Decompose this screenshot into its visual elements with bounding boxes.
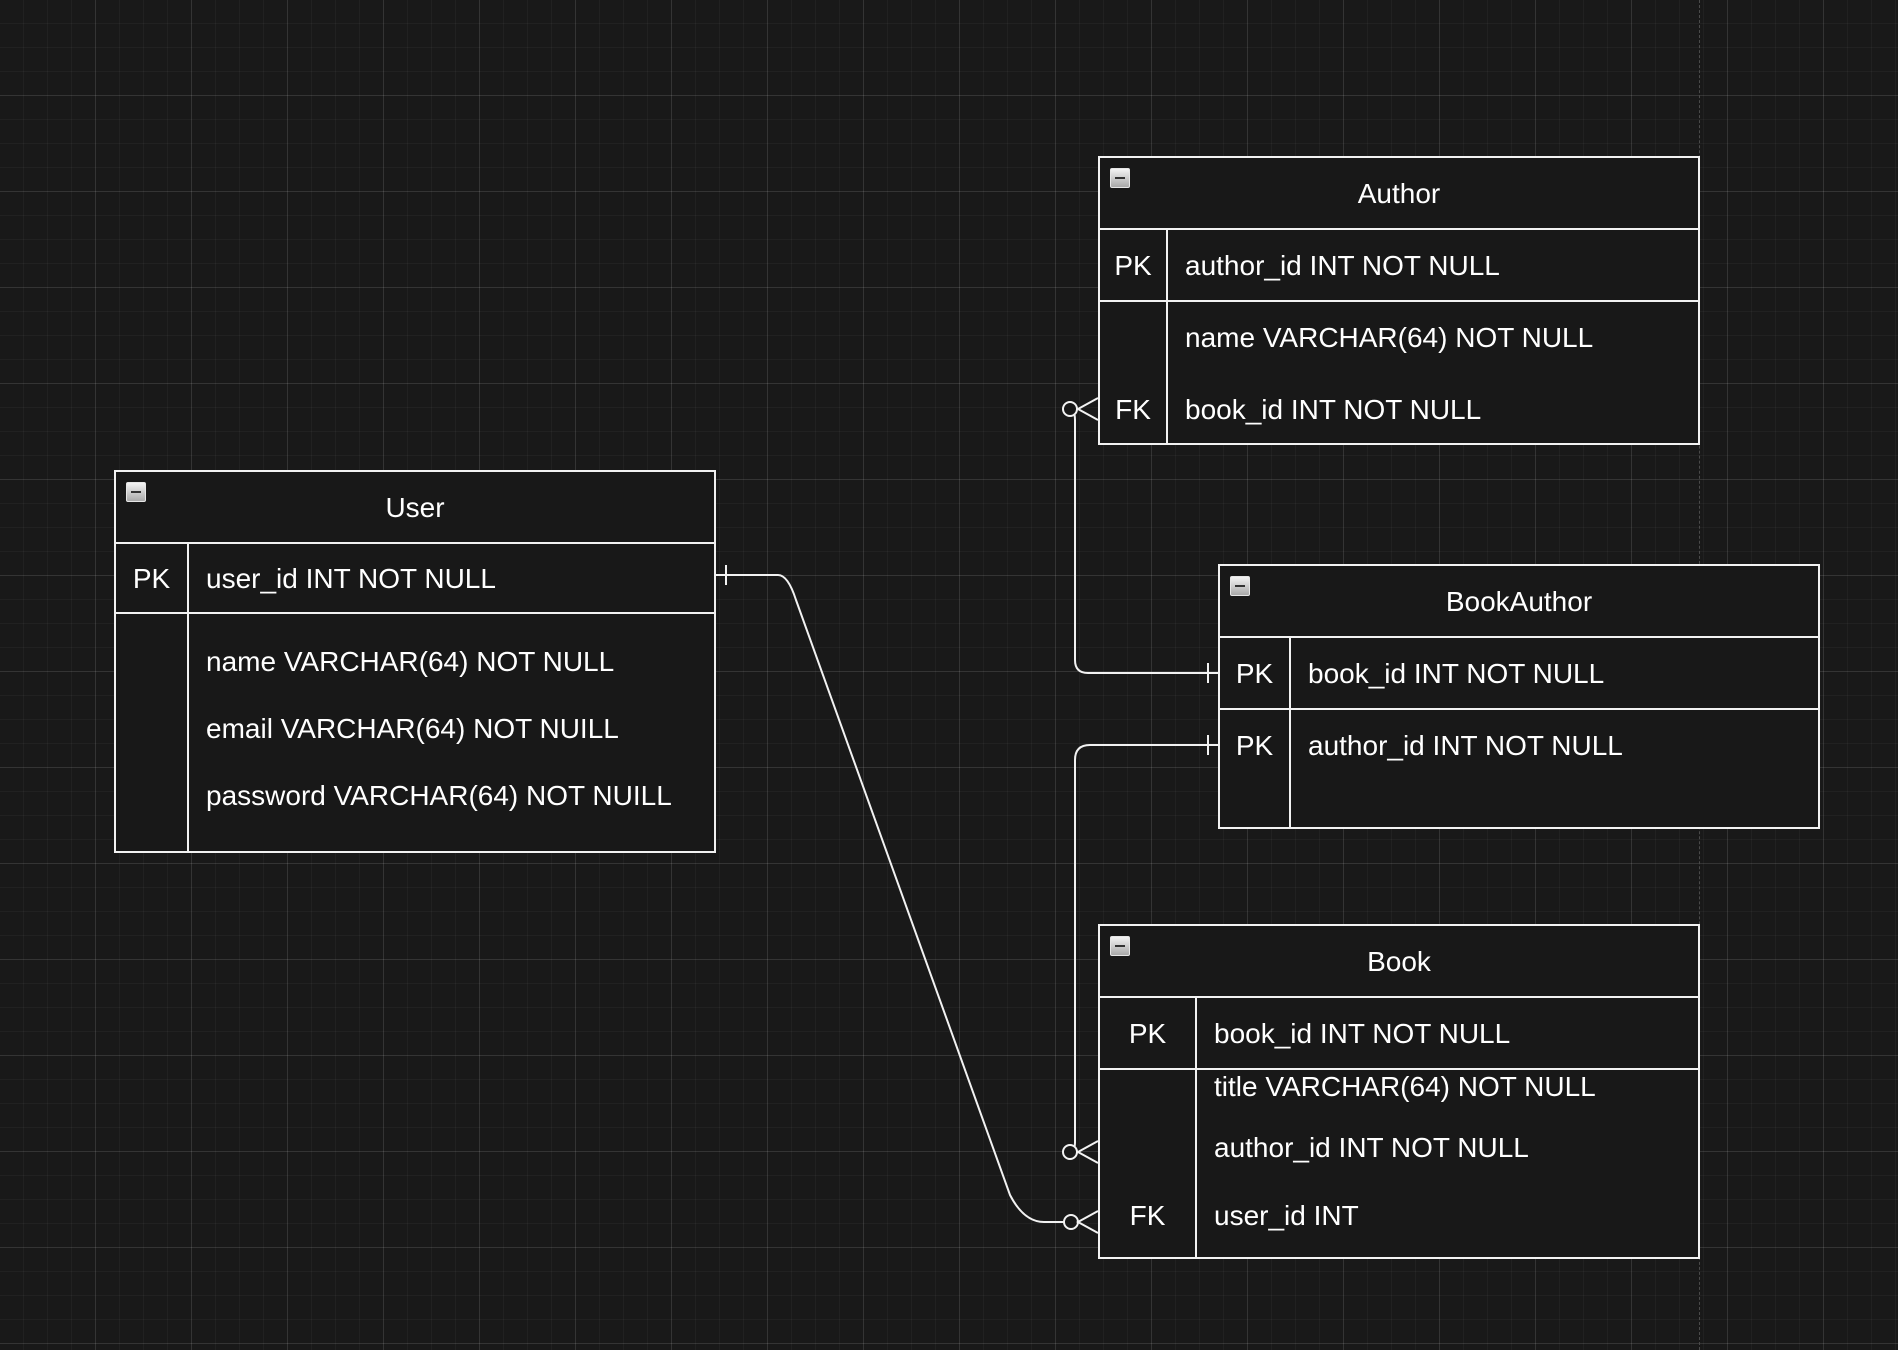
field-row[interactable]: title VARCHAR(64) NOT NULL: [1214, 1071, 1596, 1102]
entity-title: Author: [1357, 178, 1441, 209]
entity-header[interactable]: BookAuthor: [1220, 566, 1818, 638]
field-row[interactable]: user_id INT NOT NULL: [206, 563, 496, 594]
key-divider: [1166, 302, 1168, 443]
collapse-icon[interactable]: [1110, 936, 1130, 956]
key-divider: [187, 614, 189, 851]
entity-title: Book: [1367, 946, 1431, 977]
field-row[interactable]: password VARCHAR(64) NOT NUILL: [206, 780, 672, 811]
primary-key-section: PK book_id INT NOT NULL: [1100, 998, 1698, 1070]
field-row[interactable]: author_id INT NOT NULL: [1214, 1132, 1529, 1163]
field-row[interactable]: name VARCHAR(64) NOT NULL: [206, 646, 615, 677]
many-marker: [1075, 1140, 1099, 1164]
field-row[interactable]: author_id INT NOT NULL: [1308, 730, 1623, 761]
fk-label: FK: [1115, 394, 1151, 425]
attributes-section: title VARCHAR(64) NOT NULL author_id INT…: [1100, 1070, 1698, 1257]
field-row[interactable]: name VARCHAR(64) NOT NULL: [1185, 322, 1594, 353]
entity-title: User: [385, 492, 445, 523]
key-divider: [1289, 638, 1291, 708]
many-marker: [1075, 397, 1099, 421]
field-row[interactable]: book_id INT NOT NULL: [1214, 1018, 1511, 1049]
zero-marker: [1063, 1214, 1079, 1230]
pk-label: PK: [1235, 658, 1274, 689]
primary-key-section: PK author_id INT NOT NULL: [1100, 230, 1698, 302]
field-row[interactable]: user_id INT: [1214, 1200, 1359, 1231]
entity-header[interactable]: User: [116, 472, 714, 544]
entity-book[interactable]: Book PK book_id INT NOT NULL title VARCH…: [1098, 924, 1700, 1259]
pk-label: PK: [1128, 1018, 1167, 1049]
entity-user[interactable]: User PK user_id INT NOT NULL name VARCHA…: [114, 470, 716, 853]
field-row[interactable]: book_id INT NOT NULL: [1185, 394, 1482, 425]
key-divider: [1195, 998, 1197, 1068]
key-divider: [1166, 230, 1168, 300]
key-divider: [1195, 1070, 1197, 1257]
field-row[interactable]: book_id INT NOT NULL: [1308, 658, 1605, 689]
fk-label: FK: [1129, 1200, 1166, 1231]
relationship-bookauthor-author[interactable]: [1067, 408, 1218, 674]
collapse-icon[interactable]: [1110, 168, 1130, 188]
pk-label: PK: [1114, 250, 1152, 281]
attributes-section: name VARCHAR(64) NOT NULL FK book_id INT…: [1100, 302, 1698, 443]
field-row[interactable]: author_id INT NOT NULL: [1185, 250, 1500, 281]
collapse-icon[interactable]: [126, 482, 146, 502]
entity-header[interactable]: Book: [1100, 926, 1698, 998]
many-marker: [1075, 1210, 1099, 1234]
relationship-user-book[interactable]: [716, 574, 1068, 1223]
pk-label: PK: [1235, 730, 1274, 761]
secondary-key-section: PK author_id INT NOT NULL: [1220, 710, 1818, 827]
collapse-icon[interactable]: [1230, 576, 1250, 596]
primary-key-section: PK book_id INT NOT NULL: [1220, 638, 1818, 710]
primary-key-section: PK user_id INT NOT NULL: [116, 544, 714, 614]
field-row[interactable]: email VARCHAR(64) NOT NUILL: [206, 713, 619, 744]
zero-marker: [1062, 1144, 1078, 1160]
entity-title: BookAuthor: [1445, 586, 1593, 617]
entity-header[interactable]: Author: [1100, 158, 1698, 230]
entity-bookauthor[interactable]: BookAuthor PK book_id INT NOT NULL PK au…: [1218, 564, 1820, 829]
key-divider: [1289, 710, 1291, 827]
attributes-section: name VARCHAR(64) NOT NULL email VARCHAR(…: [116, 614, 714, 851]
zero-marker: [1062, 401, 1078, 417]
key-divider: [187, 544, 189, 612]
pk-label: PK: [132, 563, 171, 594]
entity-author[interactable]: Author PK author_id INT NOT NULL name VA…: [1098, 156, 1700, 445]
